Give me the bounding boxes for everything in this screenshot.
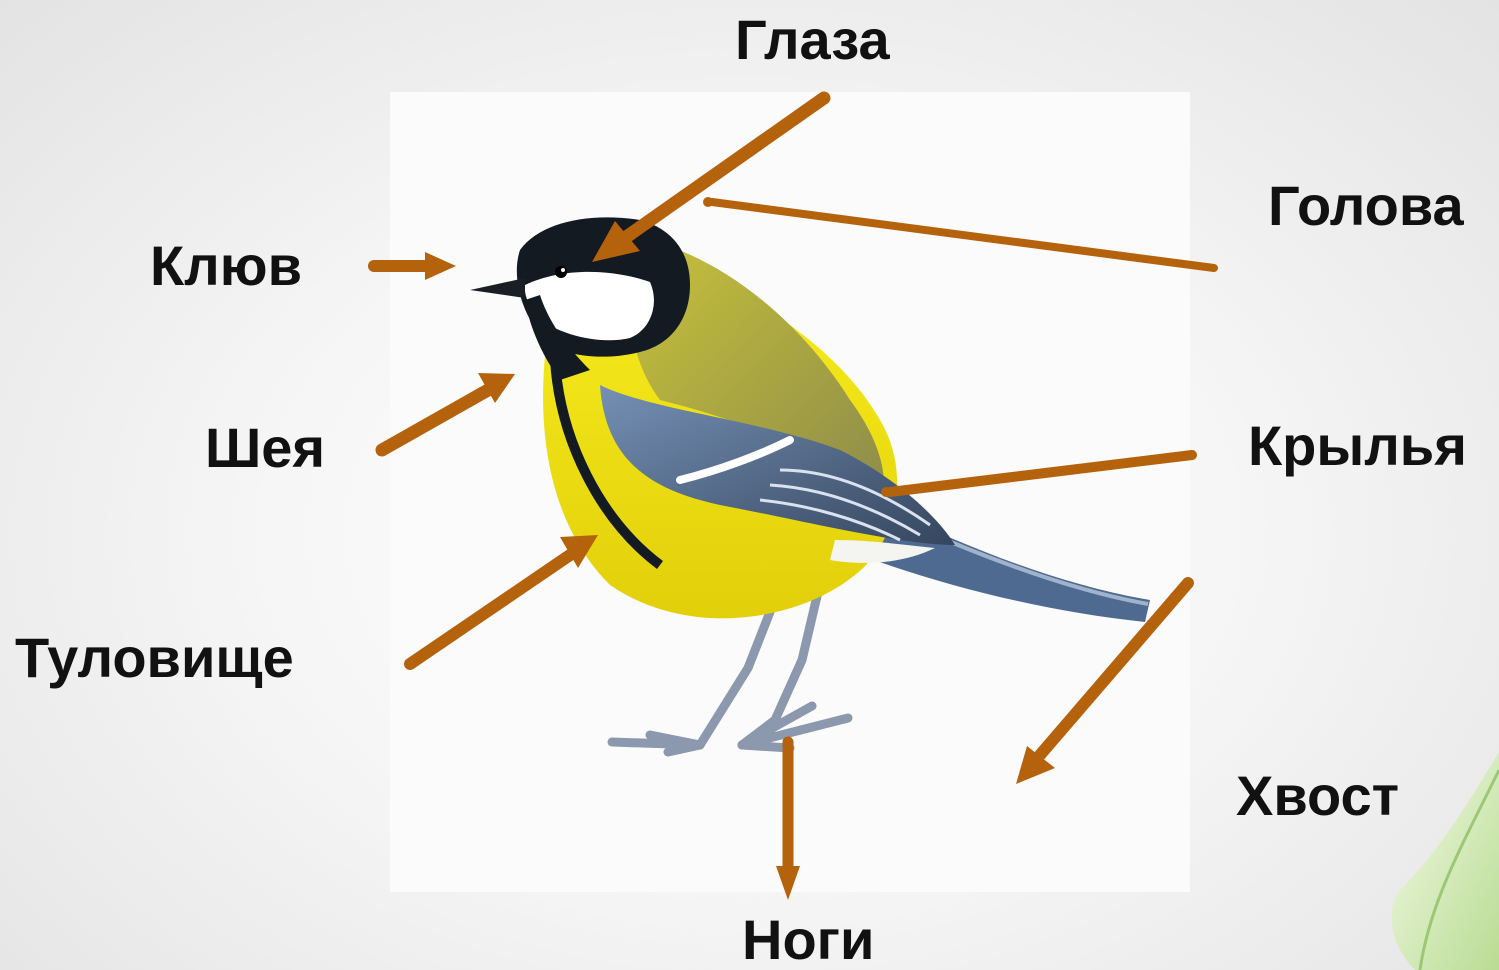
label-tail: Хвост [1236,768,1399,824]
label-body: Туловище [15,630,294,686]
label-head: Голова [1268,178,1464,234]
bird-eye [555,266,567,278]
arrow-head [703,197,1214,268]
label-eyes: Глаза [735,12,890,68]
great-tit-bird [470,217,1150,752]
arrow-body [410,535,598,664]
label-legs: Ноги [742,912,874,968]
label-beak: Клюв [150,238,302,294]
arrow-neck [382,373,515,450]
label-wings: Крылья [1248,418,1467,474]
arrow-eyes [592,98,824,262]
bird-beak [470,278,525,298]
arrow-beak [374,252,456,280]
arrow-wings [881,455,1192,497]
label-neck: Шея [205,420,325,476]
arrow-legs [776,742,800,900]
leaf-decoration [1392,752,1499,970]
